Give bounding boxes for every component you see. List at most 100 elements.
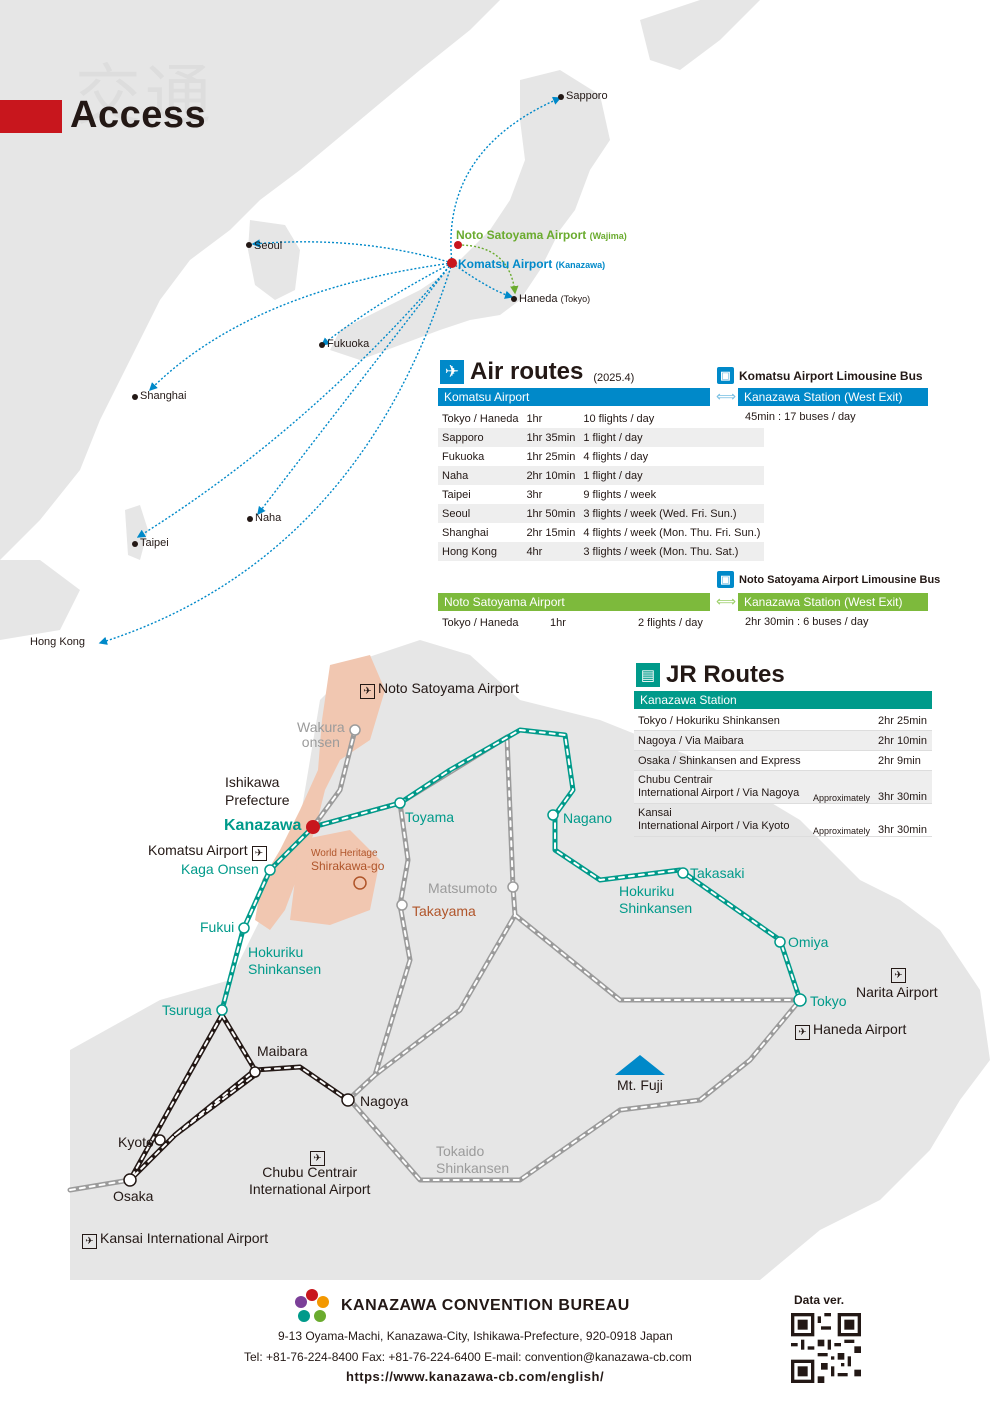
route-freq: 2 flights / day bbox=[638, 616, 703, 629]
route-dest: Shanghai bbox=[442, 526, 489, 539]
map-fukui: Fukui bbox=[200, 919, 235, 935]
route-dest: Fukuoka bbox=[442, 450, 485, 463]
japan-label: Japan bbox=[390, 223, 440, 242]
route-time: 3hr bbox=[526, 488, 543, 501]
footer-url[interactable]: https://www.kanazawa-cb.com/english/ bbox=[346, 1369, 605, 1384]
org-name: KANAZAWA CONVENTION BUREAU bbox=[341, 1297, 630, 1314]
route-time: 4hr bbox=[522, 542, 580, 561]
haneda-dot bbox=[511, 296, 517, 302]
map-tsuruga: Tsuruga bbox=[162, 1002, 212, 1018]
qr-code-icon[interactable] bbox=[791, 1313, 861, 1383]
air-routes-heading: ✈ Air routes (2025.4) bbox=[440, 360, 634, 384]
map-tokyo: Tokyo bbox=[810, 993, 847, 1009]
route-dest: Seoul bbox=[438, 504, 523, 523]
map-omiya: Omiya bbox=[788, 934, 829, 950]
table-row: Tokyo / Haneda 1hr 2 flights / day bbox=[438, 613, 710, 632]
route-time: 2hr 10min bbox=[522, 466, 580, 485]
header-kanji: 交通 bbox=[75, 57, 215, 134]
map-mt-fuji: Mt. Fuji bbox=[617, 1077, 663, 1093]
page-title: Access bbox=[70, 94, 207, 136]
map-haneda: ✈Haneda Airport bbox=[795, 1021, 906, 1040]
shanghai-dot bbox=[132, 394, 138, 400]
map-nagano: Nagano bbox=[563, 810, 613, 826]
route-dest: Taipei bbox=[442, 488, 471, 501]
jr-time: 3hr 30min bbox=[874, 803, 932, 837]
jr-approx bbox=[807, 730, 875, 751]
map-osaka: Osaka bbox=[113, 1188, 154, 1204]
route-time: 1hr 35min bbox=[522, 428, 580, 447]
qr-label: Data ver. bbox=[794, 1293, 845, 1307]
map-kansai-airport: ✈Kansai International Airport bbox=[82, 1230, 268, 1249]
jr-time: 2hr 9min bbox=[874, 750, 932, 771]
dest-taipei: Taipei bbox=[140, 537, 169, 549]
route-dest: Tokyo / Haneda bbox=[442, 412, 519, 425]
route-dest: Tokyo / Haneda bbox=[442, 616, 519, 629]
footer-contact: Tel: +81-76-224-8400 Fax: +81-76-224-640… bbox=[244, 1350, 692, 1364]
komatsu-header-bar: Komatsu Airport bbox=[438, 388, 710, 406]
route-freq: 3 flights / week (Wed. Fri. Sun.) bbox=[579, 504, 765, 523]
map-noto-airport: ✈Noto Satoyama Airport bbox=[360, 680, 519, 699]
world-heritage-icon bbox=[353, 876, 367, 890]
jr-route: Nagoya / Via Maibara bbox=[634, 730, 808, 751]
map-nagoya: Nagoya bbox=[360, 1093, 409, 1109]
jr-time: 2hr 10min bbox=[874, 730, 932, 751]
route-time: 1hr bbox=[550, 616, 566, 629]
train-icon: ▤ bbox=[636, 663, 660, 687]
noto-bus-title: ▣ Noto Satoyama Airport Limousine Bus bbox=[717, 571, 940, 588]
seoul-dot bbox=[246, 242, 252, 248]
transfer-arrow: ⟺ bbox=[716, 388, 737, 404]
noto-header-bar: Noto Satoyama Airport bbox=[438, 593, 710, 611]
map-takasaki: Takasaki bbox=[690, 865, 745, 881]
jr-approx bbox=[807, 750, 875, 771]
komatsu-bus-title: ▣ Komatsu Airport Limousine Bus bbox=[717, 367, 923, 384]
jr-approx: Approximately bbox=[807, 803, 875, 837]
map-takayama: Takayama bbox=[412, 903, 476, 919]
header-accent-bar bbox=[0, 100, 62, 133]
sapporo-dot bbox=[558, 94, 564, 100]
map-komatsu-airport: Komatsu Airport ✈ bbox=[148, 842, 270, 861]
map-narita: Narita Airport bbox=[856, 984, 938, 1000]
komatsu-bus-dest-bar: Kanazawa Station (West Exit) bbox=[738, 388, 928, 406]
dest-haneda: Haneda (Tokyo) bbox=[519, 293, 591, 305]
logo-icon bbox=[295, 1289, 329, 1322]
route-freq: 4 flights / week (Mon. Thu. Fri. Sun.) bbox=[583, 526, 761, 539]
komatsu-airport-label: Komatsu Airport (Kanazawa) bbox=[458, 257, 606, 271]
noto-airport-label: Noto Satoyama Airport (Wajima) bbox=[456, 228, 627, 242]
route-freq: 3 flights / week (Mon. Thu. Sat.) bbox=[579, 542, 765, 561]
jr-routes-heading: ▤ JR Routes bbox=[636, 663, 785, 687]
mt-fuji-icon bbox=[615, 1055, 665, 1075]
map-kanazawa: Kanazawa bbox=[224, 817, 302, 834]
route-freq: 1 flight / day bbox=[579, 428, 765, 447]
footer-address: 9-13 Oyama-Machi, Kanazawa-City, Ishikaw… bbox=[278, 1329, 673, 1343]
komatsu-bus-info: 45min : 17 buses / day bbox=[745, 411, 856, 423]
dest-hong-kong: Hong Kong bbox=[30, 636, 86, 648]
footer-logo: KANAZAWA CONVENTION BUREAU bbox=[293, 1287, 630, 1325]
transfer-arrow: ⟺ bbox=[716, 593, 737, 609]
map-maibara: Maibara bbox=[257, 1043, 308, 1059]
noto-bus-info: 2hr 30min : 6 buses / day bbox=[745, 616, 869, 628]
naha-dot bbox=[247, 516, 253, 522]
dest-fukuoka: Fukuoka bbox=[327, 338, 370, 350]
map-toyama: Toyama bbox=[405, 809, 455, 825]
route-dest: Sapporo bbox=[438, 428, 523, 447]
